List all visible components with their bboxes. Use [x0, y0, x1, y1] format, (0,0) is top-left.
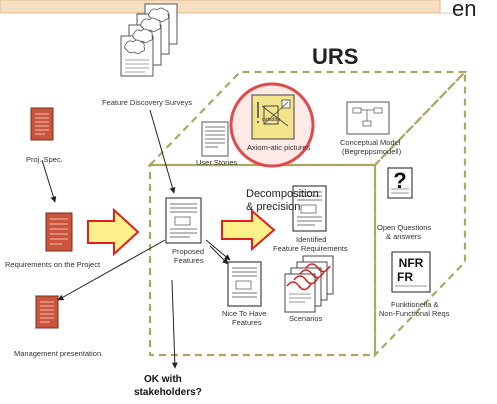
identified-sublabel: Feature Requirements [273, 244, 348, 253]
urs-title: URS [312, 44, 359, 69]
conceptual-model-sublabel: (Begreppsmodell) [342, 147, 402, 156]
ok-sublabel: stakeholders? [134, 387, 202, 398]
axiomatic-pictures-label: Axiom-atic pictures [247, 143, 311, 152]
nfr-icon-text: NFR [399, 256, 424, 270]
axiom-icon-text: dafadba [262, 117, 280, 123]
nice-to-have-sublabel: Features [232, 318, 262, 327]
conceptual-model-label: Conceptual Model [340, 138, 401, 147]
scenarios-documents [284, 255, 334, 313]
open-questions-document [387, 167, 413, 199]
proposed-sublabel: Features [174, 256, 204, 265]
user-stories-document [201, 121, 229, 157]
identified-label: Identified [296, 235, 327, 244]
feature-discovery-label: Feature Discovery Surveys [102, 98, 193, 107]
user-stories-label: User Stories [196, 158, 238, 167]
top-banner [0, 0, 441, 14]
nice-to-have-label: Nice To Have [222, 309, 267, 318]
fr-icon-text: FR [397, 270, 413, 284]
conceptual-model-document [346, 101, 390, 135]
proposed-label: Proposed [172, 247, 205, 256]
axiomatic-pictures-highlight [229, 82, 315, 168]
corner-text: en [452, 0, 477, 21]
scenarios-label: Scenarios [289, 314, 323, 323]
management-presentation-document [35, 295, 59, 329]
feature-discovery-documents [120, 3, 178, 77]
requirements-project-label: Requirements on the Project [5, 260, 101, 269]
precision-label: & precision [246, 201, 301, 213]
proj-spec-document [30, 107, 54, 141]
requirements-project-document [45, 212, 73, 252]
ok-label: OK with [144, 374, 182, 385]
nice-to-have-document [227, 261, 262, 307]
decomposition-label: Decomposition [246, 188, 319, 200]
question-mark-icon: ? [393, 168, 406, 193]
functional-sublabel: Non-Functional Reqs [379, 309, 450, 318]
nfr-fr-document [391, 251, 431, 293]
yellow-arrow-middle [221, 208, 276, 252]
proj-spec-label: Proj. Spec. [26, 155, 63, 164]
yellow-arrow-left [87, 207, 140, 257]
open-questions-sublabel: & answers [386, 232, 422, 241]
connector-arrows [41, 109, 231, 369]
proposed-features-document [165, 197, 202, 244]
management-presentation-label: Management presentation. [14, 349, 104, 358]
open-questions-label: Open Questions [377, 223, 432, 232]
functional-label: Funktionella & [391, 300, 439, 309]
urs-cube [147, 69, 468, 358]
identified-requirements-document [292, 185, 327, 232]
